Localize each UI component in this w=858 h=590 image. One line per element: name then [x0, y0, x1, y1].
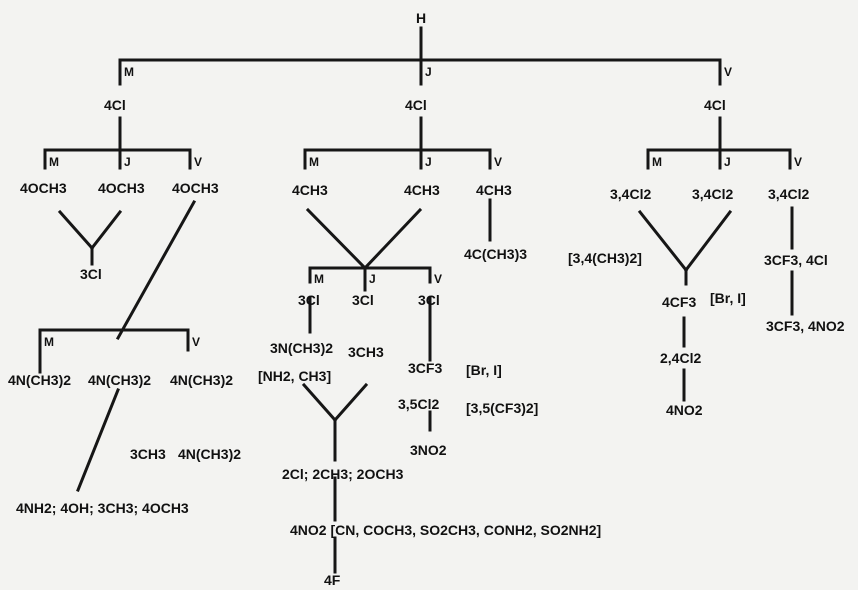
- left-conv-a: [57, 209, 95, 251]
- right-row1-m: 3,4Cl2: [610, 186, 652, 202]
- right-letter-v: V: [794, 155, 803, 169]
- right-cl2: 2,4Cl2: [660, 350, 702, 366]
- root-label: H: [416, 10, 427, 26]
- branch-letter-v: V: [724, 65, 733, 79]
- left2-letter-v: V: [192, 335, 201, 349]
- level1-j-node: 4Cl: [405, 97, 427, 113]
- mid-row2-v: 3Cl: [418, 292, 440, 308]
- right-letter-j: J: [724, 155, 731, 169]
- right-conv-a: [637, 209, 689, 273]
- left-lower-stem: [76, 388, 120, 492]
- mid-row1-m: 4CH3: [292, 182, 328, 198]
- left-row1-m: 4OCH3: [20, 180, 67, 196]
- mid-letter-m: M: [309, 155, 319, 169]
- right-v-chain-label: 3CF3, 4Cl: [764, 252, 828, 268]
- left2-letter-m: M: [44, 335, 54, 349]
- left-letter-j: J: [124, 155, 131, 169]
- right-bracket: [Br, I]: [710, 290, 746, 306]
- level1-m-node: 4Cl: [104, 97, 126, 113]
- right-no2: 4NO2: [666, 402, 703, 418]
- mid-conv-a: [305, 207, 368, 271]
- mid-no2: 3NO2: [410, 442, 447, 458]
- mid-letter-v: V: [494, 155, 503, 169]
- mid-row3-mid: 3CH3: [348, 344, 384, 360]
- right-row1-j: 3,4Cl2: [692, 186, 734, 202]
- left-converge: 3Cl: [80, 266, 102, 282]
- mid2-letter-j: J: [369, 272, 376, 286]
- level1-v-node: 4Cl: [704, 97, 726, 113]
- right-v-chain2-label: 3CF3, 4NO2: [766, 318, 845, 334]
- mid-conv-b: [362, 207, 423, 271]
- left-letter-v: V: [194, 155, 203, 169]
- mid-cl2: 3,5Cl2: [398, 396, 440, 412]
- mid-side-a: 4C(CH3)3: [464, 246, 528, 262]
- left-row1-v: 4OCH3: [172, 180, 219, 196]
- mid-row3-left: 3N(CH3)2: [270, 340, 334, 356]
- left-row2-v: 4N(CH3)2: [170, 372, 234, 388]
- right-row1-v: 3,4Cl2: [768, 186, 810, 202]
- mid-letter-j: J: [425, 155, 432, 169]
- mid-bracket-left: [NH2, CH3]: [258, 368, 332, 384]
- left-letter-m: M: [49, 155, 59, 169]
- left-diagonal: [115, 199, 197, 341]
- right-conv-b: [683, 209, 733, 273]
- mid-row2-m: 3Cl: [298, 292, 320, 308]
- mid-bottom: 4NO2 [CN, COCH3, SO2CH3, CONH2, SO2NH2]: [290, 522, 602, 538]
- mid-row3-right: 3CF3: [408, 360, 443, 376]
- mid-bracket-cf3: [3,5(CF3)2]: [466, 400, 539, 416]
- mid-side-b: [3,4(CH3)2]: [568, 250, 642, 266]
- left-row2-m: 4N(CH3)2: [8, 372, 72, 388]
- left-side2: 4N(CH3)2: [178, 446, 242, 462]
- right-converge: 4CF3: [662, 294, 697, 310]
- mid2-letter-m: M: [314, 272, 324, 286]
- left-row2-j: 4N(CH3)2: [88, 372, 152, 388]
- left-side: 3CH3: [130, 446, 166, 462]
- left-conv-b: [89, 209, 123, 251]
- left-bottom: 4NH2; 4OH; 3CH3; 4OCH3: [16, 500, 189, 516]
- right-letter-m: M: [652, 155, 662, 169]
- branch-letter-m: M: [124, 65, 134, 79]
- mid2-letter-v: V: [434, 272, 443, 286]
- mid-row1-j: 4CH3: [404, 182, 440, 198]
- mid-row2-j: 3Cl: [352, 292, 374, 308]
- mid-last: 4F: [324, 572, 341, 588]
- mid-bracket-right: [Br, I]: [466, 362, 502, 378]
- mid-converge: 2Cl; 2CH3; 2OCH3: [282, 466, 404, 482]
- left-row1-j: 4OCH3: [98, 180, 145, 196]
- branch-letter-j: J: [425, 65, 432, 79]
- mid-lower-b: [332, 382, 369, 423]
- mid-lower-a: [301, 382, 338, 423]
- mid-row1-v: 4CH3: [476, 182, 512, 198]
